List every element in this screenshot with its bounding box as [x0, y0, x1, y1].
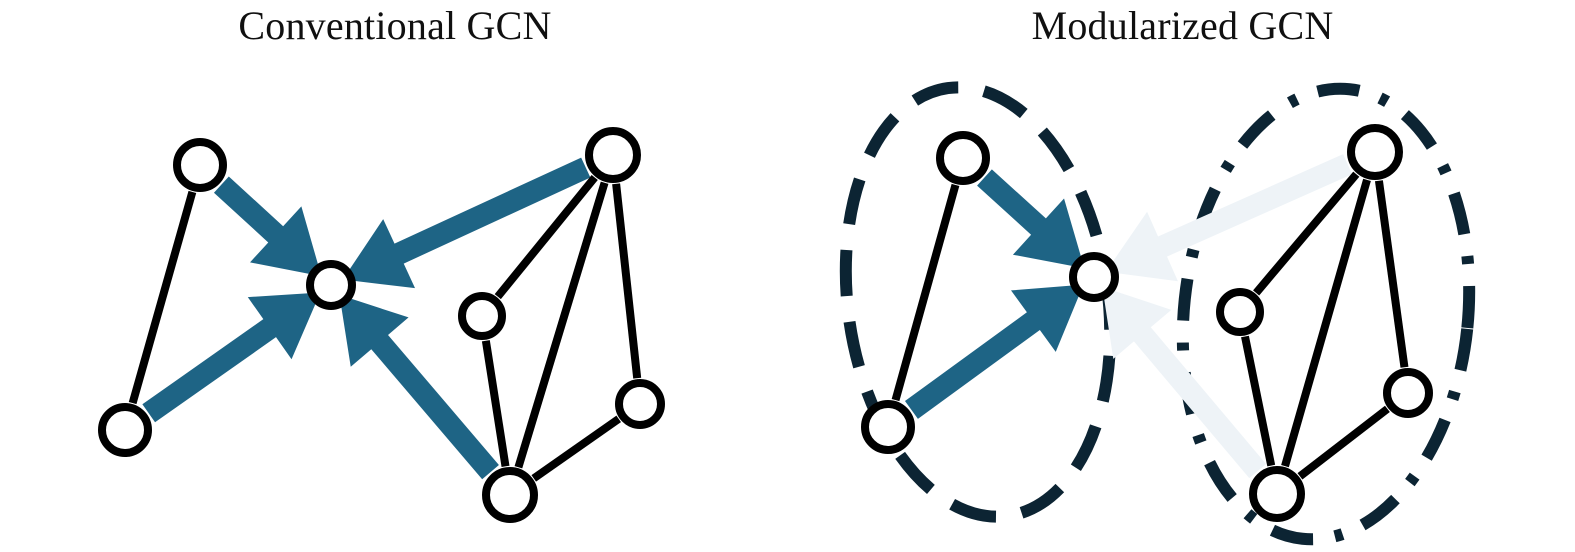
- modularized-edge-c-e: [1374, 180, 1409, 368]
- conventional-arrow-a-to-center: [213, 176, 322, 277]
- conventional-node-center: [306, 260, 356, 310]
- modularized-edge-d-f: [1241, 335, 1276, 467]
- modularized-edge-e-f: [1297, 405, 1390, 480]
- panel-title-conventional: Conventional GCN: [238, 3, 552, 48]
- conventional-edge-c-d: [494, 174, 598, 300]
- conventional-edge-c-e: [612, 183, 642, 379]
- conventional-arrow-f-to-center: [339, 294, 499, 480]
- modularized-node-c: [1347, 124, 1403, 180]
- modularized-node-e: [1383, 368, 1433, 418]
- conventional-node-d: [458, 292, 506, 340]
- panel-modularized-gcn: Modularized GCN: [790, 0, 1575, 552]
- modularized-arrow-a-to-center: [977, 169, 1085, 269]
- conventional-edge-c-f: [514, 181, 609, 469]
- modularized-node-d: [1216, 288, 1264, 336]
- conventional-node-e: [615, 379, 665, 429]
- conventional-edge-e-f: [531, 415, 621, 482]
- modularized-arrow-f-to-center: [1102, 286, 1267, 479]
- modularized-node-a: [936, 131, 990, 185]
- conventional-node-c: [585, 127, 641, 183]
- graph-edges-layer: [128, 171, 1409, 482]
- modularized-node-f: [1249, 466, 1305, 522]
- module-boundary-right: [1176, 82, 1476, 546]
- conventional-edge-d-f: [481, 340, 510, 467]
- message-arrows-layer: [142, 154, 1353, 480]
- modularized-edge-c-f: [1281, 178, 1371, 468]
- modularized-node-b: [861, 400, 915, 454]
- conventional-arrow-c-to-center: [342, 157, 591, 289]
- conventional-node-f: [482, 467, 538, 523]
- modularized-node-center: [1069, 252, 1119, 302]
- modularized-arrow-b-to-center: [904, 284, 1084, 419]
- conventional-edge-a-b: [128, 190, 197, 405]
- conventional-node-a: [173, 138, 227, 192]
- conventional-arrow-b-to-center: [142, 292, 321, 423]
- conventional-node-b: [98, 403, 152, 457]
- graph-nodes-layer: [98, 124, 1433, 523]
- panel-conventional-gcn: Conventional GCN: [238, 3, 552, 48]
- modularized-edge-c-d: [1253, 171, 1360, 296]
- modularized-edge-a-b: [891, 183, 960, 402]
- modularized-arrow-c-to-center: [1105, 154, 1353, 282]
- panel-title-modularized: Modularized GCN: [1031, 3, 1334, 48]
